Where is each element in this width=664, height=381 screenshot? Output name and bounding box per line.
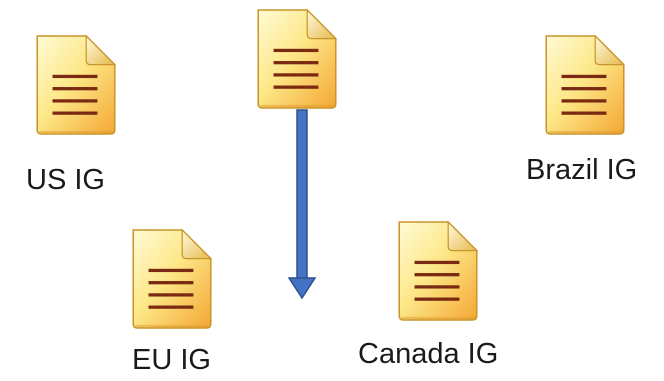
document-label-eu-ig: EU IG (132, 344, 211, 376)
down-arrow-icon (287, 109, 317, 300)
document-label-brazil-ig: Brazil IG (526, 154, 638, 186)
document-label-us-ig: US IG (26, 164, 105, 196)
document-icon (132, 229, 212, 329)
document-icon (257, 9, 337, 109)
document-icon (398, 221, 478, 321)
document-label-canada-ig: Canada IG (358, 338, 499, 370)
document-icon (36, 35, 116, 135)
document-icon (545, 35, 625, 135)
